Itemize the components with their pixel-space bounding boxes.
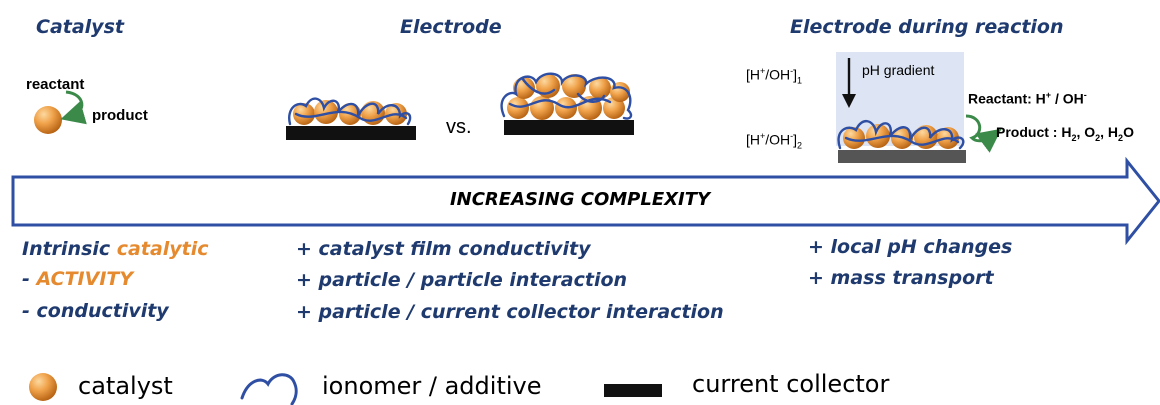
reaction-cycle-arrow-icon [965, 114, 1002, 153]
col1-line3: - conductivity [22, 300, 169, 322]
legend-collector-label: current collector [692, 370, 890, 398]
product-species-label: Product : H2, O2, H2O [996, 124, 1134, 143]
col3-item: + local pH changes [808, 236, 1013, 258]
bulk-concentration-label: [H+/OH-]1 [746, 66, 803, 86]
legend-catalyst-icon [29, 373, 57, 401]
vs-label: vs. [446, 116, 472, 138]
legend-catalyst-label: catalyst [78, 372, 173, 400]
current-collector-bar [838, 150, 966, 163]
thick-electrode [500, 72, 634, 135]
thin-electrode [286, 97, 416, 140]
legend-ionomer-label: ionomer / additive [322, 372, 542, 400]
reacting-electrode [837, 120, 966, 163]
catalyst-header: Catalyst [36, 16, 124, 38]
catalyst-particle-icon [34, 106, 62, 134]
electrode-reaction-header: Electrode during reaction [790, 16, 1064, 38]
current-collector-bar [504, 120, 634, 135]
ph-gradient-arrow [842, 58, 856, 108]
product-label: product [92, 107, 148, 124]
col1-line2: - ACTIVITY [22, 268, 134, 290]
reactant-label: reactant [26, 76, 85, 93]
reaction-arrow-icon [60, 90, 87, 125]
reactant-species-label: Reactant: H+ / OH- [968, 90, 1087, 107]
current-collector-bar [286, 126, 416, 140]
arrow-label: INCREASING COMPLEXITY [449, 189, 711, 210]
ionomer-network [837, 120, 965, 150]
increasing-complexity-arrow [11, 156, 1160, 246]
surface-concentration-label: [H+/OH-]2 [746, 131, 803, 151]
ionomer-network [288, 97, 412, 126]
col1-line1: Intrinsic catalytic [22, 238, 209, 260]
col3-item: + mass transport [808, 267, 994, 289]
legend-collector-icon [604, 384, 662, 397]
legend-ionomer-icon [240, 373, 298, 405]
ph-gradient-label: pH gradient [862, 62, 935, 78]
col2-item: + particle / particle interaction [296, 269, 628, 291]
col2-item: + particle / current collector interacti… [296, 301, 724, 323]
ionomer-network [500, 72, 633, 120]
electrode-header: Electrode [400, 16, 502, 38]
catalyst-single-particle [34, 90, 87, 134]
col2-item: + catalyst film conductivity [296, 238, 591, 260]
